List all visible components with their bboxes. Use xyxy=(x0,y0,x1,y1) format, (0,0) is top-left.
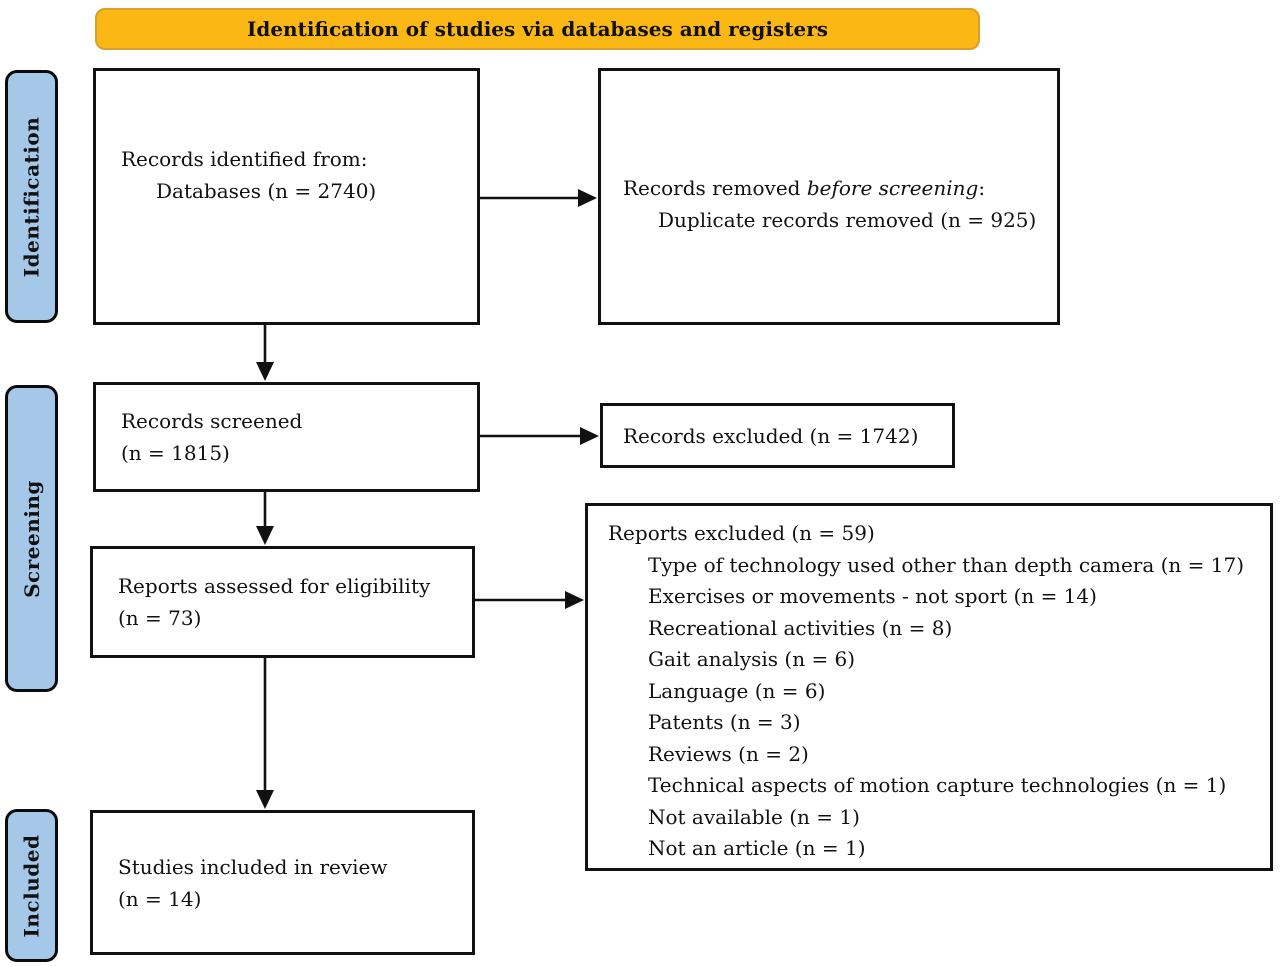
records-identified-line2: Databases (n = 2740) xyxy=(156,179,377,203)
box-records-identified: Records identified from: Databases (n = … xyxy=(93,68,480,325)
studies-included-line2: (n = 14) xyxy=(118,886,202,911)
stage-label-identification-text: Identification xyxy=(19,116,44,277)
records-screened-line1: Records screened xyxy=(121,409,303,433)
reports-assessed-line2: (n = 73) xyxy=(118,606,202,630)
studies-included-line1: Studies included in review xyxy=(118,854,388,879)
exclusion-reason-item: Patents (n = 3) xyxy=(648,710,801,734)
arrow-identified-to-screened xyxy=(256,325,274,381)
box-reports-excluded: Reports excluded (n = 59) Type of techno… xyxy=(585,503,1273,871)
records-removed-line1-prefix: Records removed xyxy=(623,176,807,200)
banner-title: Identification of studies via databases … xyxy=(246,17,828,41)
box-records-screened: Records screened (n = 1815) xyxy=(93,382,480,492)
box-records-removed: Records removed before screening: Duplic… xyxy=(598,68,1060,325)
arrow-screened-to-excluded xyxy=(480,427,599,445)
reports-excluded-reason-list: Type of technology used other than depth… xyxy=(608,550,1262,865)
arrow-identified-to-removed xyxy=(480,189,597,207)
stage-label-screening: Screening xyxy=(5,385,58,692)
exclusion-reason-item: Technical aspects of motion capture tech… xyxy=(648,773,1227,797)
arrow-screened-to-assessed xyxy=(256,492,274,545)
records-removed-line1-italic: before screening xyxy=(806,176,979,200)
stage-label-included: Included xyxy=(5,809,58,962)
stage-label-screening-text: Screening xyxy=(19,479,44,598)
exclusion-reason-item: Not available (n = 1) xyxy=(648,804,860,829)
box-reports-assessed: Reports assessed for eligibility (n = 73… xyxy=(90,546,475,658)
records-screened-line2: (n = 1815) xyxy=(121,441,230,465)
records-removed-line1-suffix: : xyxy=(978,176,986,200)
records-removed-line2: Duplicate records removed (n = 925) xyxy=(658,208,1037,232)
reports-assessed-line1: Reports assessed for eligibility xyxy=(118,574,431,598)
reports-excluded-title: Reports excluded (n = 59) xyxy=(608,521,875,545)
arrow-assessed-to-excluded xyxy=(475,591,584,609)
stage-label-identification: Identification xyxy=(5,70,58,323)
box-studies-included: Studies included in review (n = 14) xyxy=(90,810,475,955)
exclusion-reason-item: Gait analysis (n = 6) xyxy=(648,647,856,671)
exclusion-reason-item: Not an article (n = 1) xyxy=(648,836,866,860)
exclusion-reason-item: Language (n = 6) xyxy=(648,678,826,703)
records-identified-line1: Records identified from: xyxy=(121,147,368,171)
records-removed-line1: Records removed before screening: xyxy=(623,172,1047,204)
box-records-excluded: Records excluded (n = 1742) xyxy=(600,403,955,468)
arrow-assessed-to-included xyxy=(256,658,274,809)
exclusion-reason-item: Type of technology used other than depth… xyxy=(648,552,1245,577)
records-excluded-line1: Records excluded (n = 1742) xyxy=(623,423,919,448)
exclusion-reason-item: Recreational activities (n = 8) xyxy=(648,615,953,640)
exclusion-reason-item: Reviews (n = 2) xyxy=(648,741,809,766)
exclusion-reason-item: Exercises or movements - not sport (n = … xyxy=(648,584,1097,608)
banner-identification-of-studies: Identification of studies via databases … xyxy=(95,8,980,50)
stage-label-included-text: Included xyxy=(19,834,44,937)
